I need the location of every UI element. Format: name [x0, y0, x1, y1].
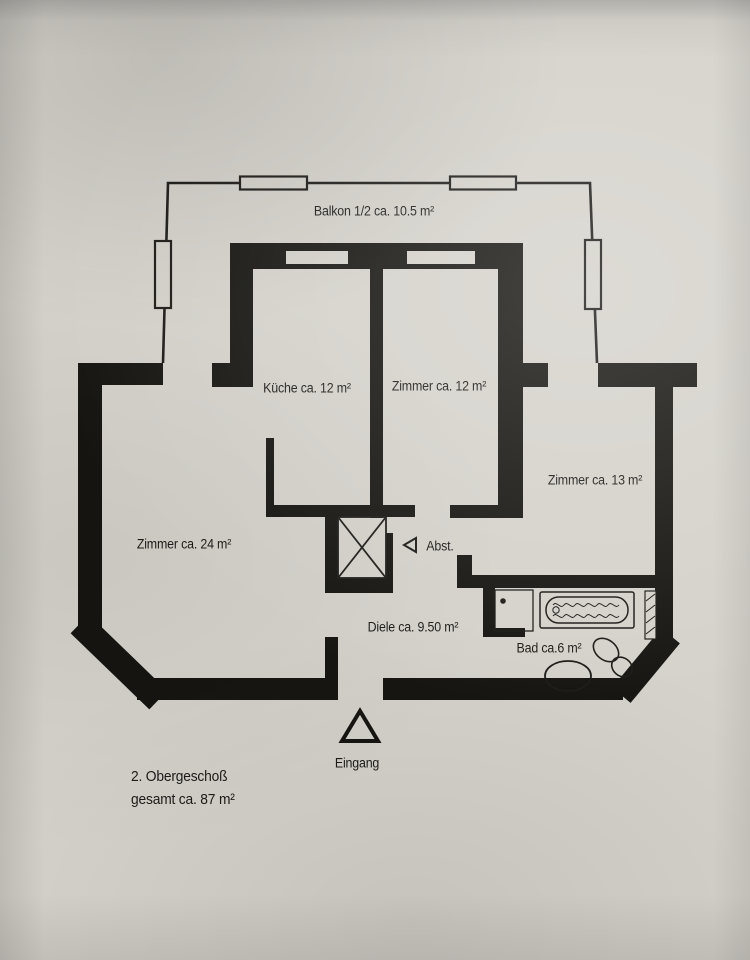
- bathroom-fixtures: [494, 589, 657, 692]
- sink-icon: [544, 660, 592, 692]
- shower-icon: [494, 589, 534, 632]
- room-label-kueche: Küche ca. 12 m²: [263, 380, 351, 396]
- toilet-icon: [592, 637, 634, 678]
- room-label-zimmer13: Zimmer ca. 13 m²: [547, 472, 643, 488]
- abst-arrow-icon: [402, 536, 417, 554]
- room-label-eingang: Eingang: [334, 755, 380, 771]
- window-openings: [286, 251, 475, 264]
- bad-window-icon: [644, 590, 657, 640]
- room-label-bad: Bad ca.6 m²: [516, 640, 582, 656]
- room-label-zimmer24: Zimmer ca. 24 m²: [136, 536, 232, 552]
- room-label-zimmer12: Zimmer ca. 12 m²: [391, 378, 487, 394]
- room-label-diele: Diele ca. 9.50 m²: [367, 619, 459, 635]
- plan-title-line2: gesamt ca. 87 m²: [131, 791, 235, 808]
- room-label-abst: Abst.: [426, 538, 454, 554]
- balcony-railing-panels: [153, 175, 603, 311]
- balcony-outline: [153, 175, 603, 364]
- storage-x-box: [337, 516, 387, 579]
- plan-title-line1: 2. Obergeschoß: [131, 768, 228, 785]
- room-label-balkon: Balkon 1/2 ca. 10.5 m²: [313, 203, 435, 219]
- walls-layer: [70, 243, 697, 710]
- entrance-triangle-icon: [338, 707, 382, 743]
- bathtub-icon: [539, 591, 635, 629]
